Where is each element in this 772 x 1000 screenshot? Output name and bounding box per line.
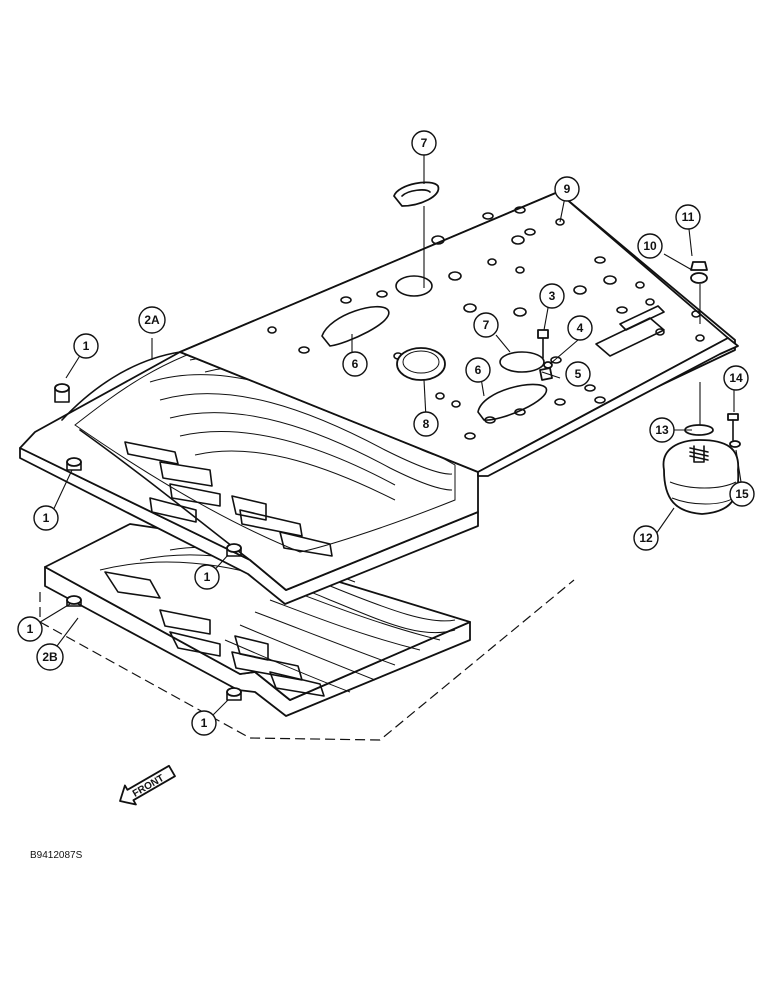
gasket-7-upper bbox=[393, 181, 440, 207]
callout-14: 14 bbox=[723, 365, 749, 391]
callout-13: 13 bbox=[649, 417, 675, 443]
grommet-8 bbox=[396, 347, 446, 381]
floor-plate bbox=[179, 191, 739, 477]
callout-4: 4 bbox=[567, 315, 593, 341]
callout-1-lower-left: 1 bbox=[17, 616, 43, 642]
callout-label: 1 bbox=[43, 511, 50, 525]
callout-1-lower-center: 1 bbox=[191, 710, 217, 736]
callout-label: 4 bbox=[577, 321, 584, 335]
callout-9: 9 bbox=[554, 176, 580, 202]
callout-15: 15 bbox=[729, 481, 755, 507]
callout-label: 6 bbox=[352, 357, 359, 371]
callout-label: 12 bbox=[639, 531, 653, 545]
callout-label: 2B bbox=[42, 650, 58, 664]
callout-10: 10 bbox=[637, 233, 663, 259]
callout-label: 10 bbox=[643, 239, 657, 253]
callout-2b: 2B bbox=[36, 643, 64, 671]
callout-label: 1 bbox=[201, 716, 208, 730]
fastener-lower-right bbox=[226, 687, 242, 701]
lower-floor-mat bbox=[39, 523, 575, 741]
callout-6-left: 6 bbox=[342, 351, 368, 377]
callout-label: 15 bbox=[735, 487, 749, 501]
fastener-upper-left-top bbox=[54, 383, 70, 403]
bolt-3 bbox=[537, 329, 549, 359]
callout-2a: 2A bbox=[138, 306, 166, 334]
callout-label: 5 bbox=[575, 367, 582, 381]
fastener-upper-left-front bbox=[66, 457, 82, 471]
fastener-upper-front-right bbox=[226, 543, 242, 557]
nut-11 bbox=[690, 261, 708, 271]
callout-label: 3 bbox=[549, 289, 556, 303]
callout-7-middle: 7 bbox=[473, 312, 499, 338]
callout-5: 5 bbox=[565, 361, 591, 387]
callout-8: 8 bbox=[413, 411, 439, 437]
callout-group: 1 2A 3 4 5 6 6 7 bbox=[17, 130, 755, 736]
isolator-mount-12 bbox=[662, 382, 740, 515]
callout-6-right: 6 bbox=[465, 357, 491, 383]
bolt-14 bbox=[727, 413, 739, 441]
figure-code: B9412087S bbox=[30, 850, 83, 861]
washer-10 bbox=[690, 272, 708, 284]
callout-1-front-center: 1 bbox=[194, 564, 220, 590]
callout-label: 8 bbox=[423, 417, 430, 431]
washer-15 bbox=[729, 440, 741, 448]
callout-label: 14 bbox=[729, 371, 743, 385]
callout-1-front-left: 1 bbox=[33, 505, 59, 531]
callout-label: 9 bbox=[564, 182, 571, 196]
nut-5 bbox=[539, 367, 553, 381]
callout-11: 11 bbox=[675, 204, 701, 230]
callout-label: 6 bbox=[475, 363, 482, 377]
callout-label: 1 bbox=[83, 339, 90, 353]
fastener-lower-left bbox=[66, 595, 82, 607]
callout-label: 7 bbox=[421, 136, 428, 150]
callout-1-upper-left: 1 bbox=[73, 333, 99, 359]
callout-12: 12 bbox=[633, 525, 659, 551]
callout-label: 1 bbox=[204, 570, 211, 584]
front-direction-arrow: FRONT bbox=[119, 764, 176, 806]
callout-7-top: 7 bbox=[411, 130, 437, 156]
callout-label: 7 bbox=[483, 318, 490, 332]
callout-label: 1 bbox=[27, 622, 34, 636]
callout-label: 2A bbox=[144, 313, 160, 327]
callout-label: 13 bbox=[655, 423, 669, 437]
callout-3: 3 bbox=[539, 283, 565, 309]
callout-label: 11 bbox=[682, 210, 695, 224]
